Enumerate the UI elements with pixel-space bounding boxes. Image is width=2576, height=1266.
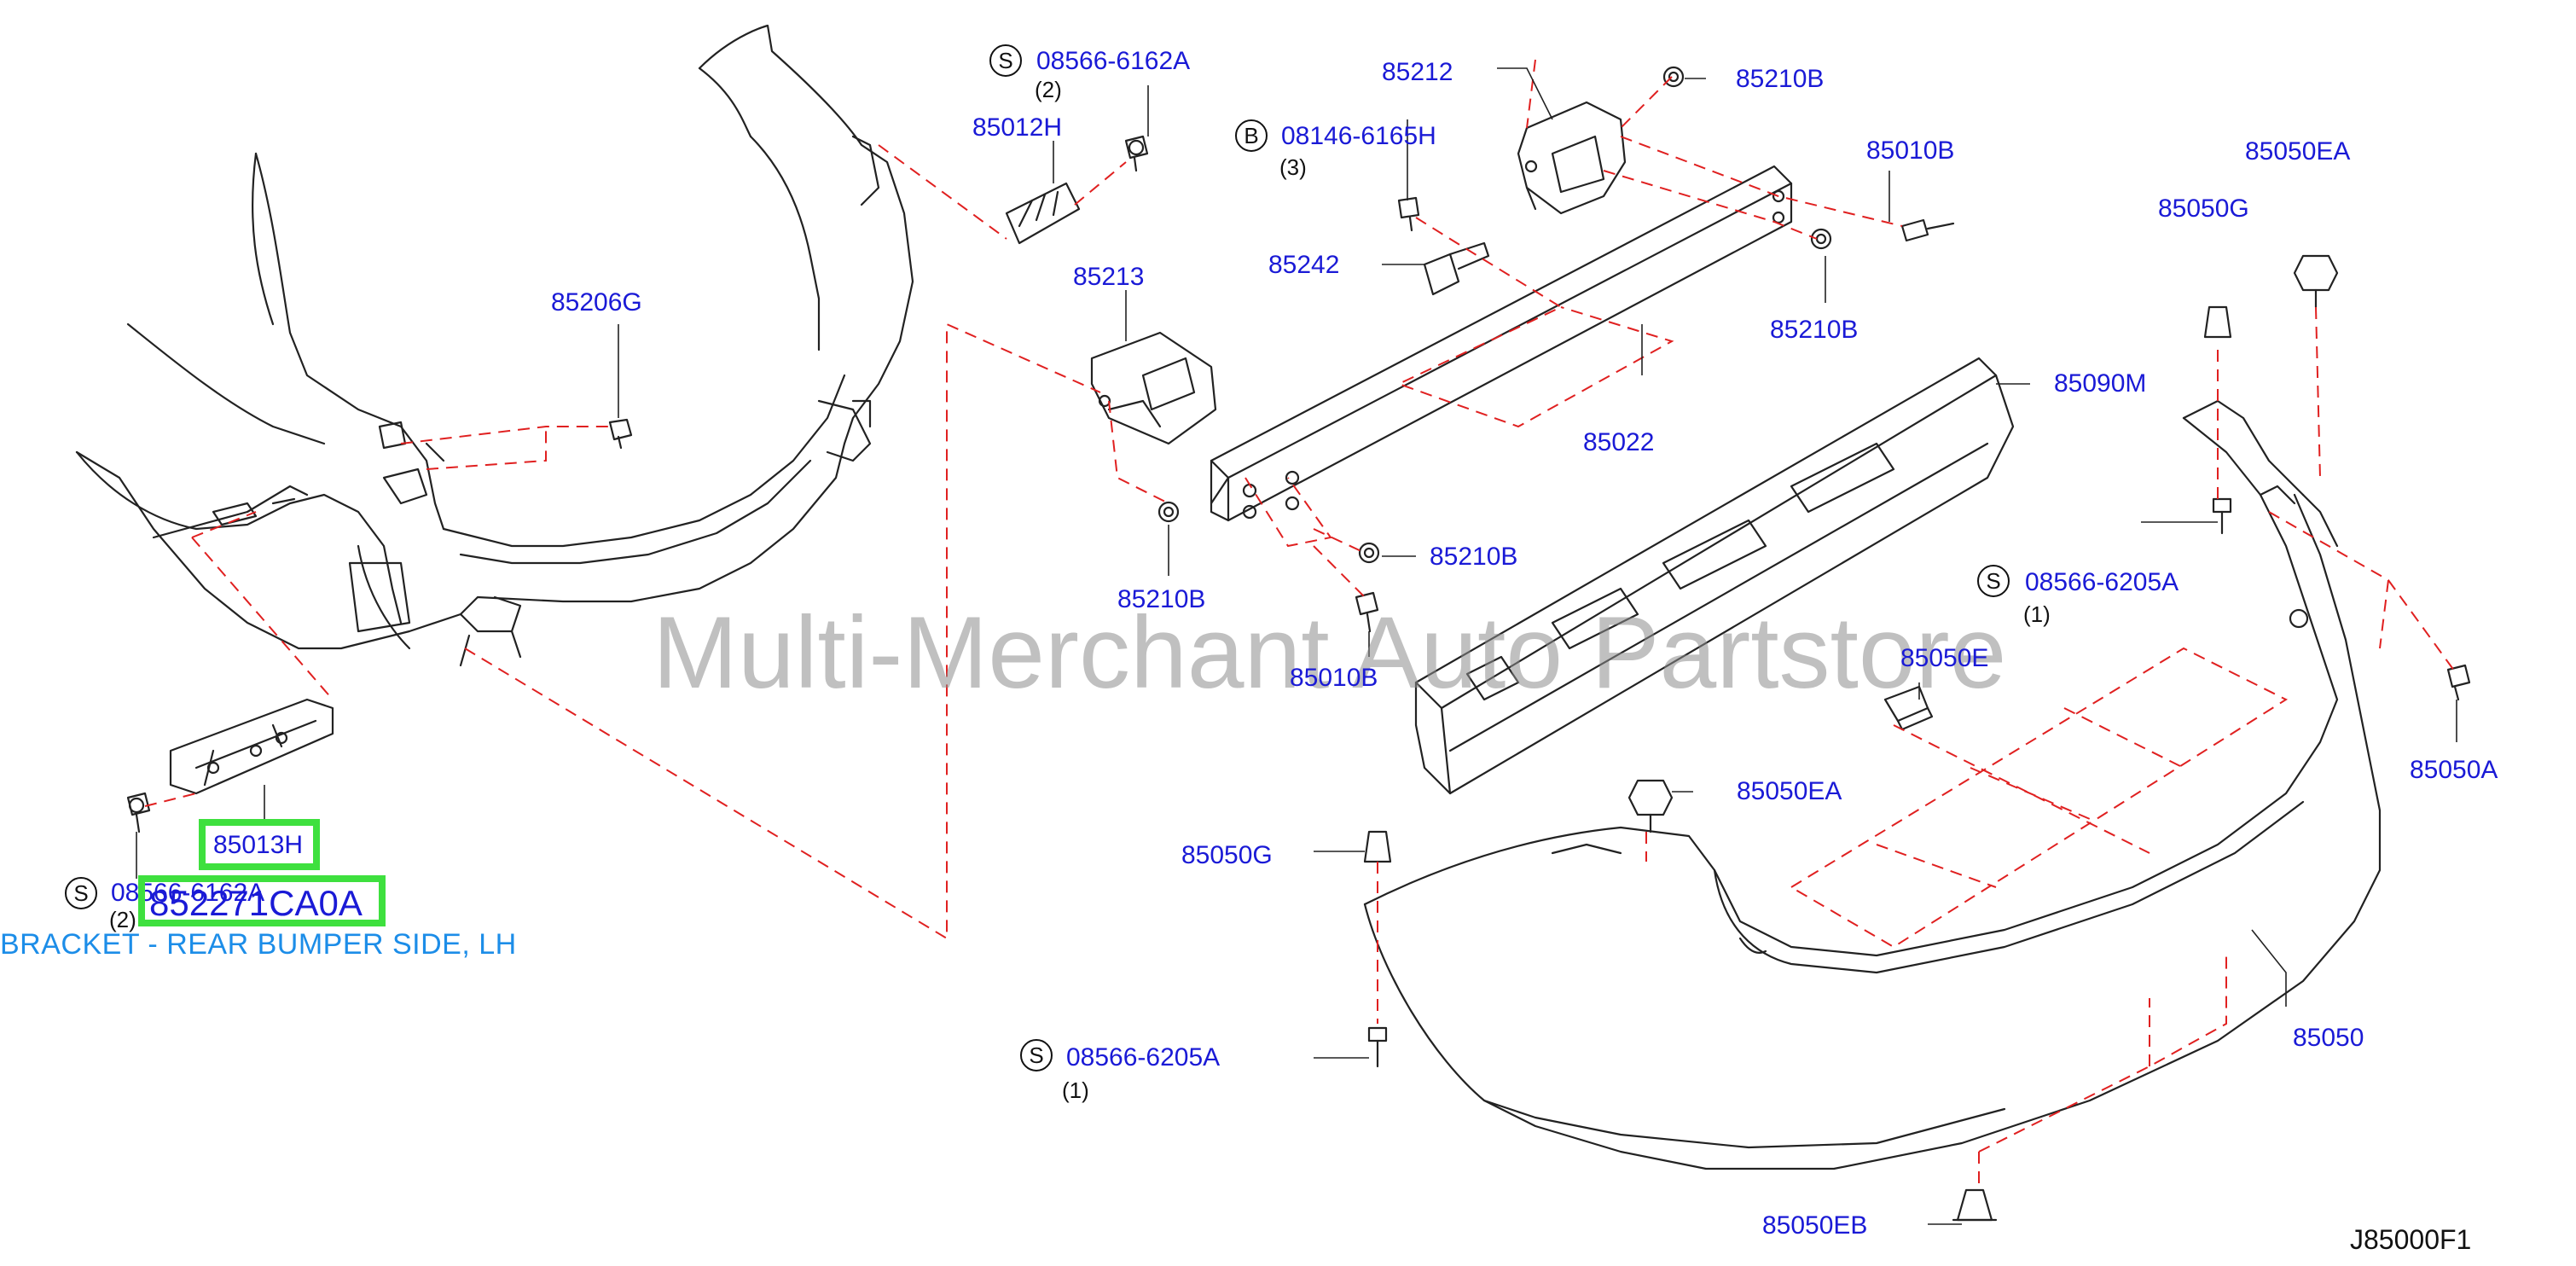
part-label-85010b[interactable]: 85010B	[1866, 136, 1955, 165]
bracket-85050e	[1883, 685, 1934, 731]
bracket-85012h	[1005, 182, 1081, 245]
quantity-label: (2)	[109, 907, 136, 932]
bracket-85213	[1090, 331, 1217, 445]
assembly-leaders	[144, 59, 2457, 1186]
part-label-08566-6162a[interactable]: 08566-6162A	[1036, 47, 1191, 75]
part-label-08566-6205a[interactable]: 08566-6205A	[2025, 568, 2179, 596]
part-label-08566-6162a[interactable]: 08566-6162A	[111, 879, 265, 907]
quantity-label: (1)	[2023, 601, 2051, 627]
quantity-label: (1)	[1062, 1077, 1089, 1103]
part-label-85022[interactable]: 85022	[1583, 428, 1655, 456]
bracket-85013h	[169, 698, 334, 795]
part-label-85050ea[interactable]: 85050EA	[2245, 137, 2351, 166]
part-label-85050g[interactable]: 85050G	[1181, 841, 1273, 869]
absorber-85090m	[1414, 357, 2015, 795]
bolt-left	[126, 792, 151, 833]
diagram-code: J85000F1	[2350, 1224, 2472, 1255]
part-label-85242[interactable]: 85242	[1268, 251, 1340, 279]
part-label-85013h[interactable]: 85013H	[213, 831, 304, 859]
callout-symbol-s: S	[1977, 565, 2010, 597]
part-label-85050g[interactable]: 85050G	[2158, 195, 2249, 223]
bumper-fascia-85050	[1363, 399, 2382, 1170]
part-label-85050a[interactable]: 85050A	[2410, 756, 2498, 784]
label-leaders	[136, 67, 2457, 1225]
rear-body-panel	[75, 24, 914, 667]
part-label-85210b[interactable]: 85210B	[1430, 543, 1518, 571]
bracket-85242	[1423, 241, 1490, 296]
part-label-85210b[interactable]: 85210B	[1770, 316, 1859, 344]
part-description: BRACKET - REAR BUMPER SIDE, LH	[0, 928, 517, 961]
quantity-label: (3)	[1279, 154, 1307, 180]
callout-symbol-s: S	[65, 877, 97, 909]
part-label-85210b[interactable]: 85210B	[1117, 585, 1206, 613]
watermark: Multi-Merchant Auto Partstore	[653, 595, 2007, 710]
part-label-85206g[interactable]: 85206G	[551, 288, 642, 316]
part-label-85050eb[interactable]: 85050EB	[1762, 1211, 1868, 1240]
part-label-85050ea[interactable]: 85050EA	[1737, 777, 1842, 805]
part-label-85212[interactable]: 85212	[1382, 58, 1453, 86]
clips	[608, 66, 2471, 1222]
callout-symbol-s: S	[1020, 1039, 1053, 1071]
part-label-08566-6205a[interactable]: 08566-6205A	[1066, 1043, 1221, 1071]
part-label-85213[interactable]: 85213	[1073, 263, 1145, 291]
callout-symbol-b: B	[1235, 119, 1268, 152]
reinforcement-85022	[1210, 165, 1793, 522]
part-label-85010b[interactable]: 85010B	[1290, 664, 1378, 692]
bolt-85012h	[1124, 135, 1149, 172]
part-label-85012h[interactable]: 85012H	[972, 113, 1063, 142]
part-label-85090m[interactable]: 85090M	[2054, 369, 2147, 398]
callout-symbol-s: S	[989, 44, 1022, 77]
highlight-box-85013h	[199, 819, 320, 870]
part-label-08146-6165h[interactable]: 08146-6165H	[1281, 122, 1436, 150]
part-label-85210b[interactable]: 85210B	[1736, 65, 1825, 93]
bracket-85212	[1517, 101, 1627, 215]
main-part-number[interactable]: 852271CA0A	[149, 883, 363, 923]
highlight-box-main-part	[138, 875, 386, 926]
quantity-label: (2)	[1035, 77, 1062, 102]
part-label-85050[interactable]: 85050	[2293, 1024, 2364, 1052]
part-label-85050e[interactable]: 85050E	[1900, 644, 1989, 672]
